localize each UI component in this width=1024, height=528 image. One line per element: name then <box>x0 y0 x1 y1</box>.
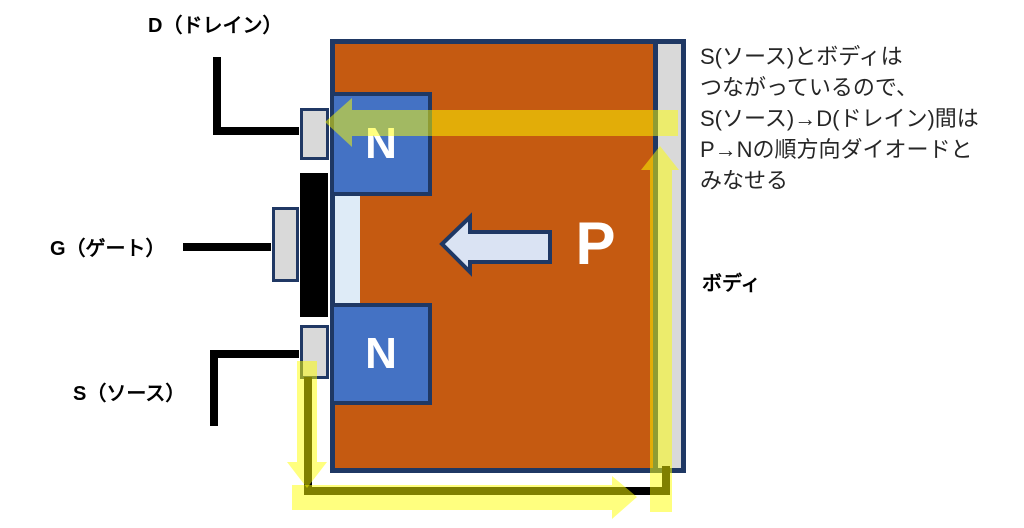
gate-oxide <box>335 196 360 303</box>
annotation-text-block: S(ソース)とボディは つながっているので、 S(ソース)→D(ドレイン)間は … <box>700 41 1020 196</box>
p-substrate-label: P <box>575 210 616 277</box>
source-wire <box>210 350 299 426</box>
drain-wire <box>213 57 299 135</box>
drain-contact-pad <box>300 108 329 160</box>
n-region-source: N <box>330 303 432 405</box>
annotation-line: つながっているので、 <box>700 75 919 100</box>
n-region-drain: N <box>330 92 432 196</box>
current-right-arrow-icon <box>292 476 637 519</box>
annotation-line: S(ソース)とボディは <box>700 44 903 69</box>
source-terminal-label: S（ソース） <box>73 383 186 405</box>
body-contact-strip <box>653 44 681 468</box>
gate-contact-pad <box>272 207 299 282</box>
current-down-arrow-icon <box>287 361 327 488</box>
body-terminal-label: ボディ <box>702 273 761 295</box>
annotation-line: みなせる <box>700 168 789 193</box>
n-region-source-label: N <box>365 329 397 378</box>
n-region-drain-label: N <box>365 119 397 168</box>
drain-terminal-label: D（ドレイン） <box>148 15 283 37</box>
gate-electrode <box>300 173 328 317</box>
annotation-line: P→Nの順方向ダイオードと <box>700 137 973 162</box>
annotation-line: S(ソース)→D(ドレイン)間は <box>700 106 979 131</box>
gate-terminal-label: G（ゲート） <box>50 238 166 260</box>
source-contact-pad <box>300 325 329 379</box>
